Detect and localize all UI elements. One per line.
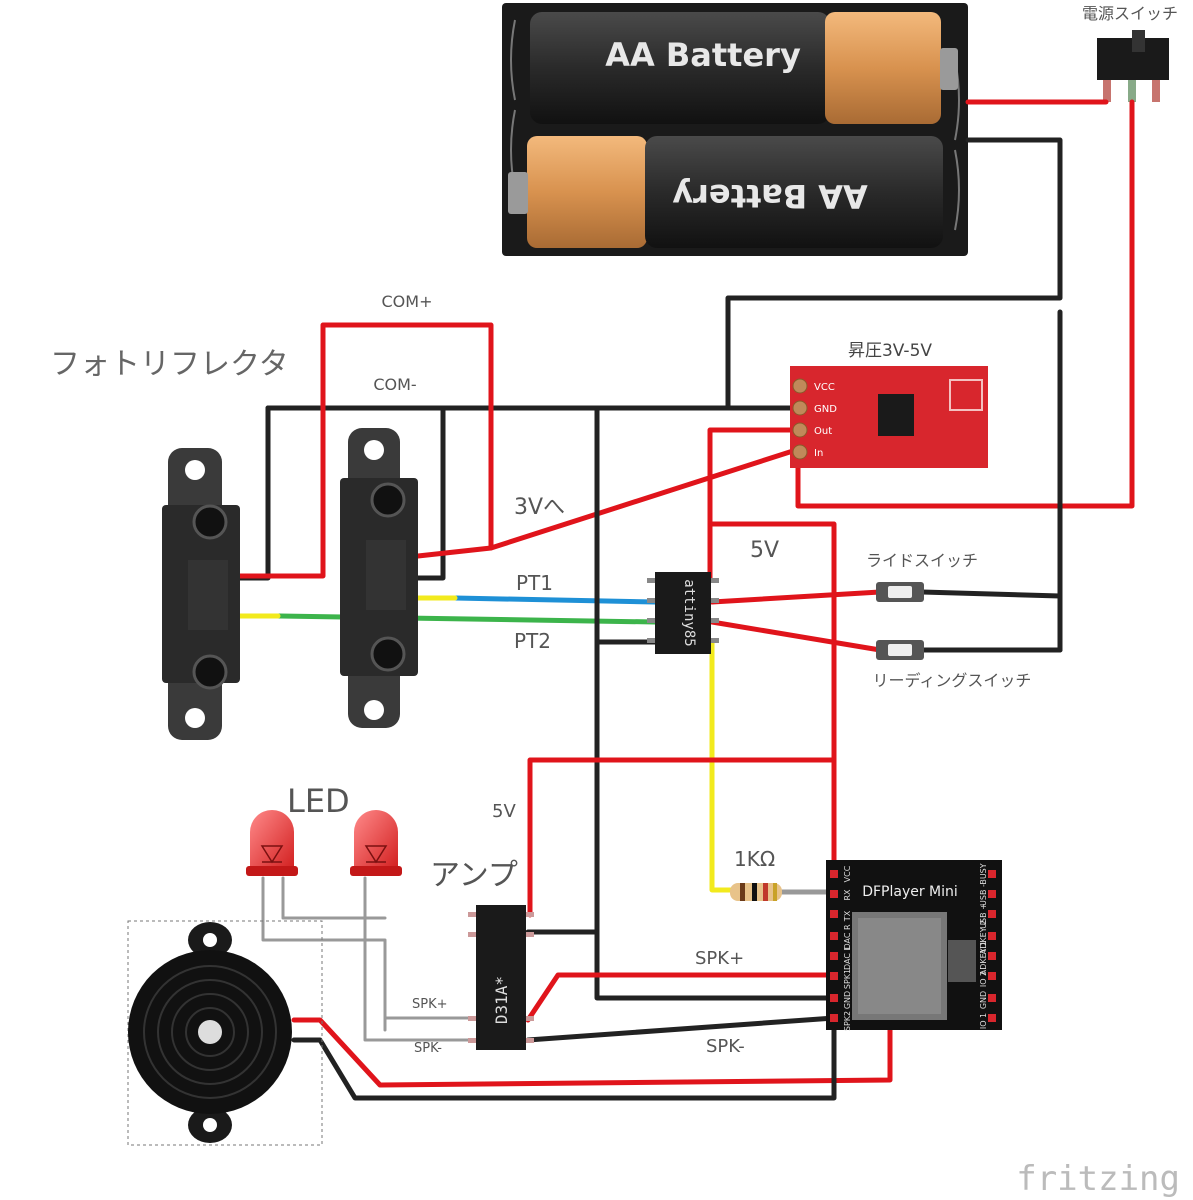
df-left-pin-4: DAC L xyxy=(843,945,852,969)
wire-3v xyxy=(415,447,799,559)
ride-switch[interactable]: ライドスイッチ xyxy=(866,551,978,602)
boost-label: 昇圧3V-5V xyxy=(848,341,932,361)
wire-pt2 xyxy=(237,613,658,625)
reading-switch[interactable]: リーディングスイッチ xyxy=(873,640,1032,690)
df-right-pin-4: ADKEY 1 xyxy=(979,941,988,975)
df-left-pin-6: GND xyxy=(843,991,852,1009)
fritzing-logo: fritzing xyxy=(1016,1159,1180,1199)
battery-cell-bottom: AA Battery xyxy=(508,136,943,248)
spk-plus-label: SPK+ xyxy=(695,948,744,969)
battery-top-label: AA Battery xyxy=(605,36,801,74)
wire-speaker-black xyxy=(291,1025,837,1101)
wire-tx-yellow xyxy=(709,639,733,893)
wire-5v-bus xyxy=(707,521,837,873)
5v-lower-label: 5V xyxy=(492,801,516,822)
amp-chip: D31A* xyxy=(468,905,534,1050)
wire-boost-out xyxy=(707,427,801,581)
df-right-pin-5: IO 2 xyxy=(979,971,988,987)
led-left xyxy=(246,810,298,876)
boost-module: VCC GND Out In 昇圧3V-5V xyxy=(790,341,988,468)
spk-plus-amp-label: SPK+ xyxy=(412,997,448,1012)
dfplayer-label: DFPlayer Mini xyxy=(862,884,958,900)
df-right-pin-2: USB + xyxy=(979,903,988,929)
wire-spk-plus xyxy=(525,972,837,1023)
wire-led1b xyxy=(281,876,387,920)
resistor-label: 1KΩ xyxy=(734,847,775,871)
df-left-pin-1: RX xyxy=(843,889,852,901)
battery-bottom-label: AA Battery xyxy=(672,177,868,215)
amp-label: アンプ xyxy=(430,858,518,893)
wire-mcu-gnd xyxy=(594,639,837,1001)
df-right-pin-0: BUSY xyxy=(979,863,988,884)
wire-switch-to-boost xyxy=(795,99,1135,509)
spk-minus-label: SPK- xyxy=(706,1036,745,1057)
wire-led2 xyxy=(363,876,477,1042)
df-right-pin-7: IO 1 xyxy=(979,1013,988,1029)
5v-upper-label: 5V xyxy=(750,538,779,563)
boost-pin-out: Out xyxy=(814,426,832,437)
reading-switch-label: リーディングスイッチ xyxy=(873,671,1032,690)
photoreflector-label: フォトリフレクタ xyxy=(50,347,289,382)
boost-pin-in: In xyxy=(814,448,823,459)
boost-pin-vcc: VCC xyxy=(814,382,835,393)
amp-chip-label: D31A* xyxy=(492,976,511,1024)
power-switch-label: 電源スイッチ xyxy=(1082,4,1178,23)
df-right-pin-3: ADKEY 2 xyxy=(979,920,988,954)
wire-ride-switch xyxy=(709,589,883,605)
df-left-pin-5: SPK1 xyxy=(843,969,852,989)
attiny85-chip: attiny85 xyxy=(647,572,719,654)
df-left-pin-2: TX xyxy=(843,910,852,922)
wire-speaker-red xyxy=(291,972,893,1088)
df-left-pin-0: VCC xyxy=(843,865,852,882)
com-minus-label: COM- xyxy=(373,375,416,394)
wire-amp-5v xyxy=(527,757,837,918)
pt2-label: PT2 xyxy=(514,629,551,653)
resistor xyxy=(730,883,782,901)
wire-reading-switch xyxy=(709,619,883,653)
battery-cell-top: AA Battery xyxy=(530,12,958,124)
wire-gnd-mid xyxy=(415,407,446,581)
to-3v-label: 3Vへ xyxy=(514,495,565,520)
spk-minus-amp-label: SPK- xyxy=(414,1041,442,1056)
led-label: LED xyxy=(287,782,350,820)
df-left-pin-7: SPK2 xyxy=(843,1011,852,1031)
wires xyxy=(237,99,1135,1101)
speaker xyxy=(127,920,323,1146)
df-right-pin-1: USB - xyxy=(979,884,988,906)
df-left-pin-3: DAC R xyxy=(843,924,852,949)
led-right xyxy=(350,810,402,876)
wire-ride-gnd xyxy=(919,589,1063,599)
wire-led1 xyxy=(261,876,387,1032)
df-right-pin-6: GND xyxy=(979,991,988,1009)
ride-switch-label: ライドスイッチ xyxy=(866,551,978,570)
attiny85-label: attiny85 xyxy=(681,579,697,646)
photoreflector-right xyxy=(340,428,418,728)
wire-spk-minus xyxy=(525,1015,837,1043)
wire-gnd-left xyxy=(237,405,271,581)
boost-pin-gnd: GND xyxy=(814,404,837,415)
pt1-label: PT1 xyxy=(516,571,553,595)
battery-holder: AA Battery AA Battery xyxy=(502,3,968,256)
com-plus-label: COM+ xyxy=(382,292,433,311)
wire-battery-ground xyxy=(725,137,1063,411)
photoreflector-left xyxy=(162,448,240,740)
wire-com-plus xyxy=(237,322,494,579)
power-switch[interactable]: 電源スイッチ xyxy=(1082,4,1178,102)
